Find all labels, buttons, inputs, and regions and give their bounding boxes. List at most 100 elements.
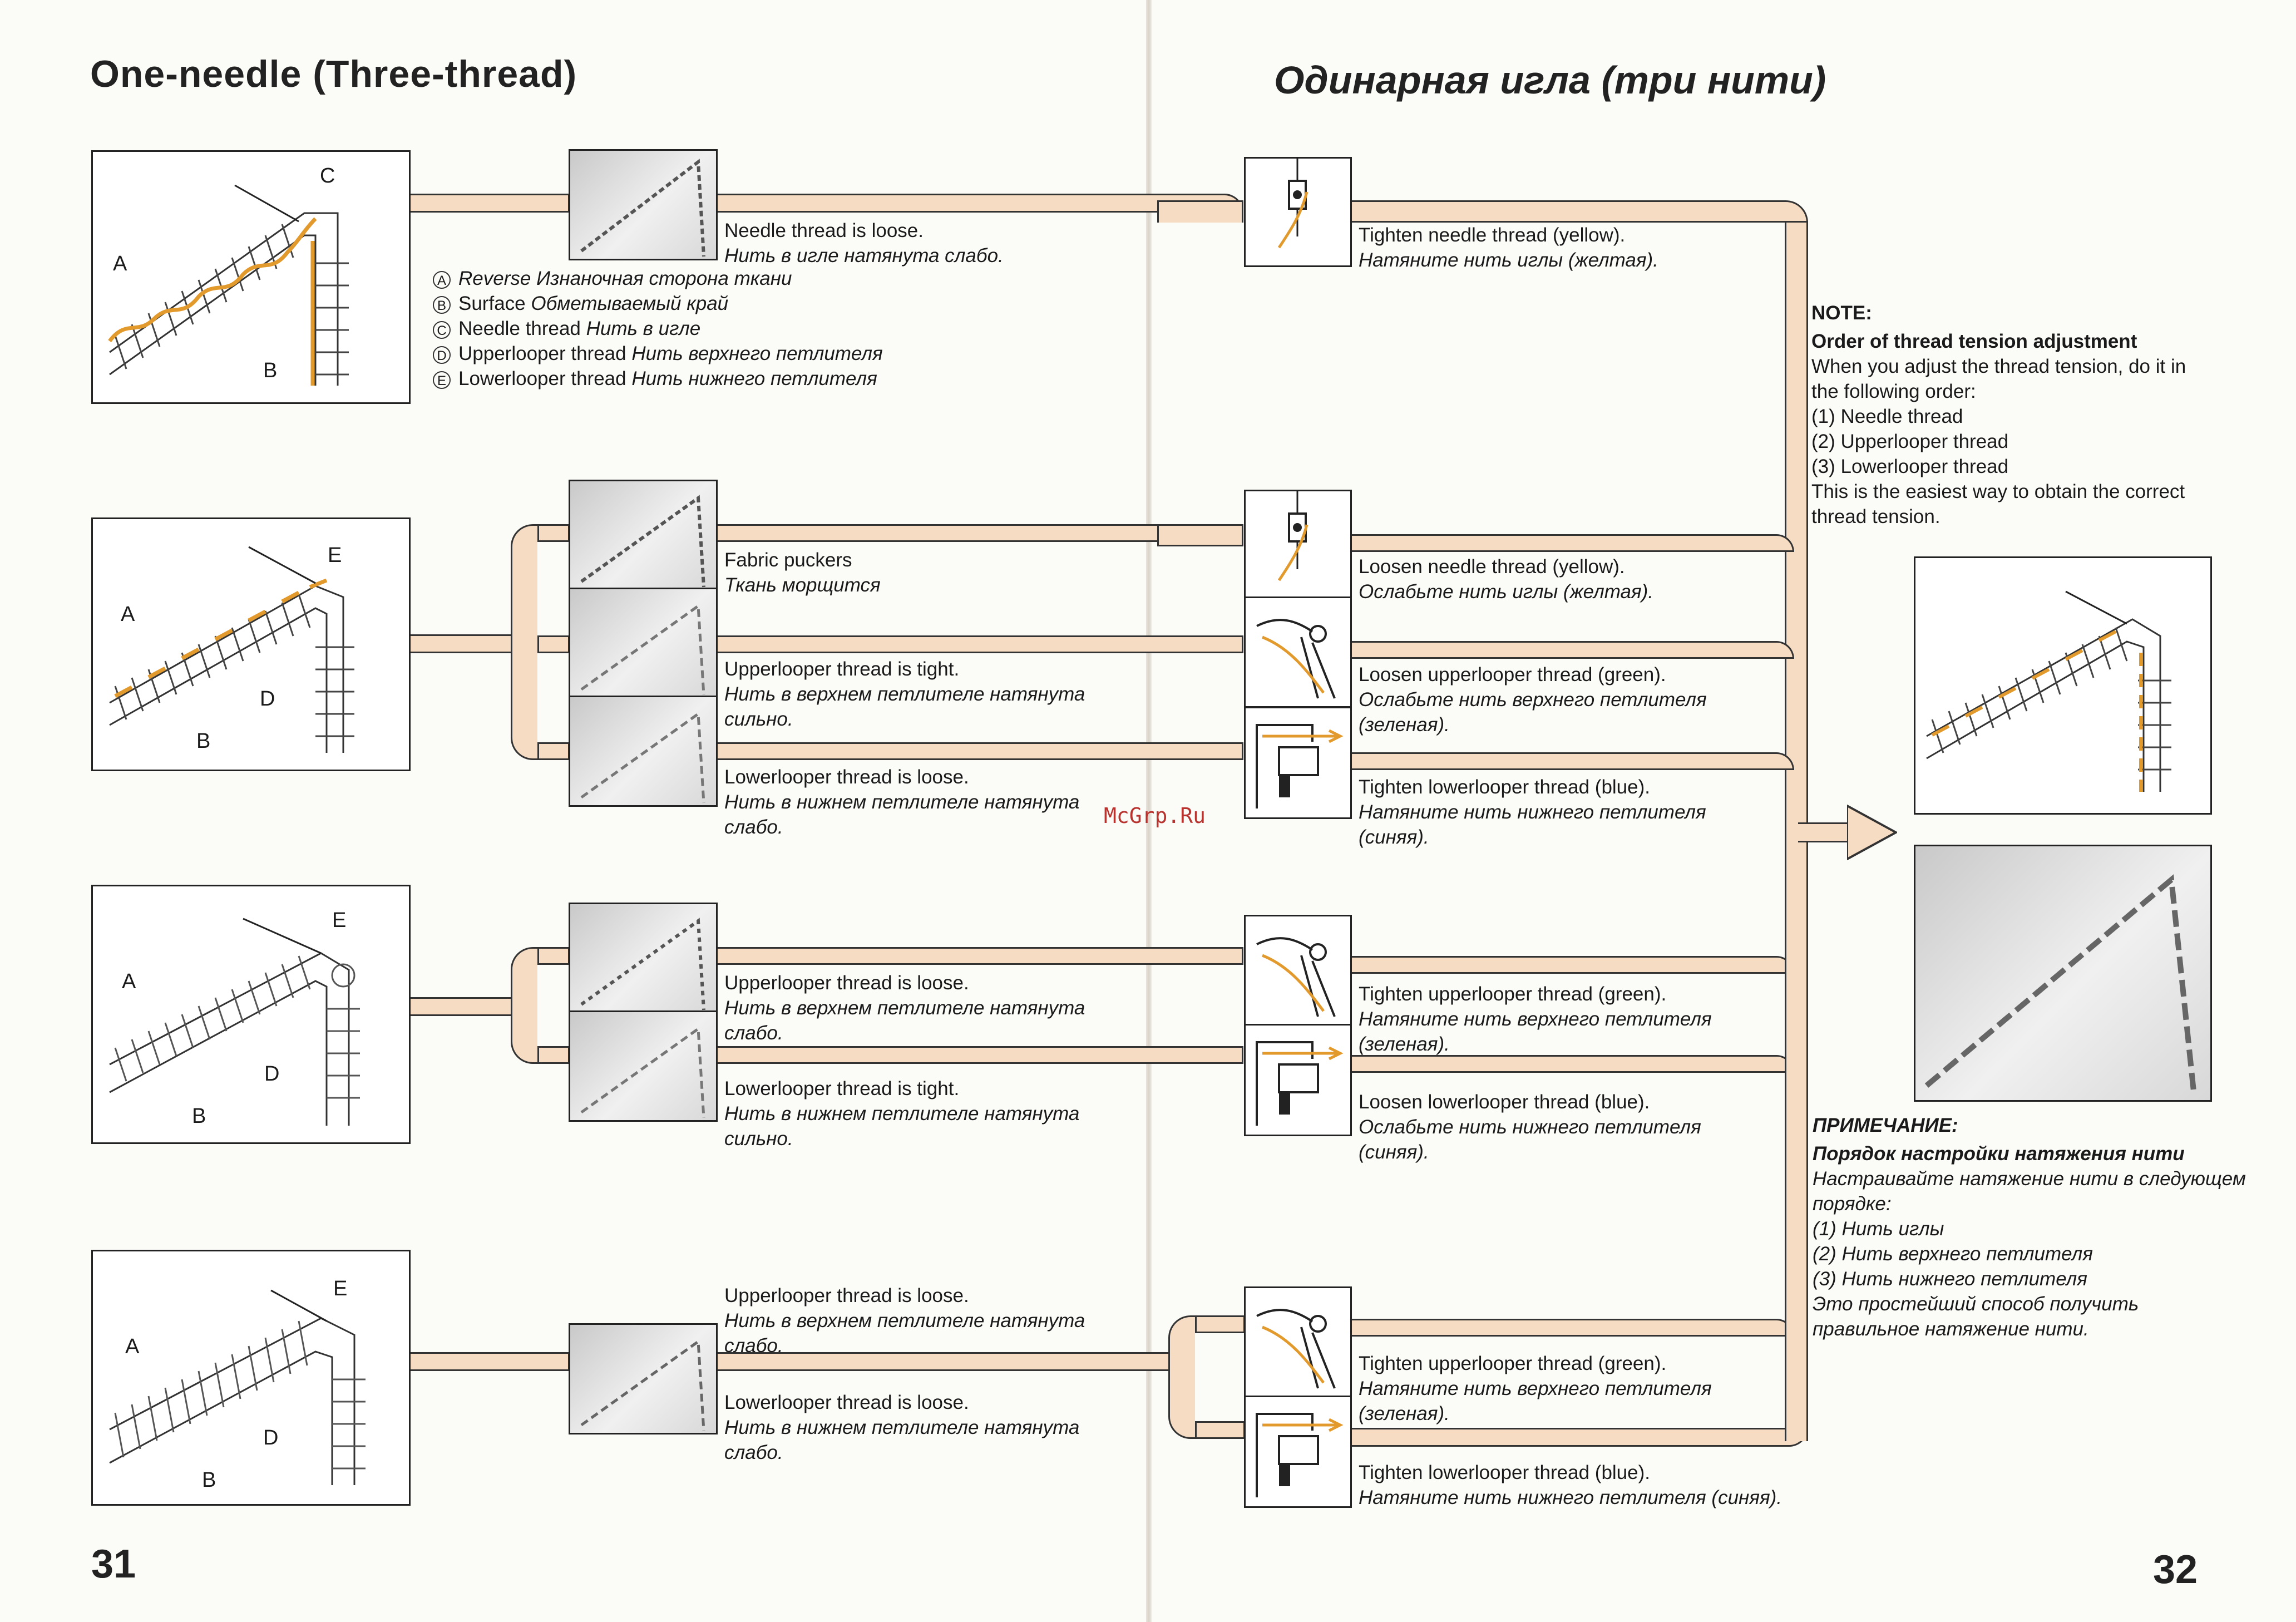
result-fabric-photo [1914, 845, 2212, 1102]
needle-tension-icon [1244, 490, 1352, 600]
stitch-diagram: A B D E [91, 517, 411, 771]
label-d: D [264, 1062, 280, 1086]
action-text: Tighten upperlooper thread (green).Натян… [1359, 983, 1712, 1055]
label-a: A [113, 252, 127, 275]
connector [1785, 890, 1808, 1441]
needle-tension-icon [1244, 157, 1352, 267]
arrow-right-icon [1847, 805, 1897, 860]
connector [1349, 1319, 1794, 1337]
label-e: E [328, 544, 342, 567]
fabric-photo [569, 1323, 718, 1434]
action-text: Tighten lowerlooper thread (blue).Натяни… [1359, 1462, 1783, 1508]
connector [408, 634, 520, 653]
label-a: A [122, 970, 136, 993]
label-e: E [333, 1277, 348, 1300]
label-b: B [196, 729, 211, 753]
connector [715, 194, 1243, 213]
label-e: E [332, 909, 347, 932]
connector [1157, 200, 1243, 223]
connector [537, 635, 570, 653]
action-text: Loosen lowerlooper thread (blue).Ослабьт… [1359, 1091, 1701, 1163]
action-text: Tighten lowerlooper thread (blue).Натяни… [1359, 776, 1706, 848]
upperlooper-icon [1244, 596, 1352, 708]
connector [537, 947, 570, 965]
watermark: McGrp.Ru [1104, 803, 1206, 828]
connector [715, 635, 1243, 653]
connector [1349, 1055, 1794, 1073]
stitch-diagram: A B D E [91, 1250, 411, 1506]
page-number-right: 32 [2153, 1547, 2198, 1592]
connector [408, 1352, 570, 1371]
label-a: A [121, 603, 135, 626]
symptom-text: Lowerlooper thread is loose.Нить в нижне… [724, 1392, 1080, 1463]
label-b: B [202, 1468, 216, 1492]
lowerlooper-icon [1244, 707, 1352, 819]
page-title-left: One-needle (Three-thread) [90, 53, 577, 95]
lowerlooper-icon [1244, 1396, 1352, 1508]
connector [715, 742, 1243, 760]
connector [511, 524, 537, 760]
symptom-text: Upperlooper thread is loose.Нить в верхн… [724, 972, 1085, 1044]
symptom-text: Needle thread is loose.Нить в игле натян… [724, 220, 1004, 267]
connector [537, 524, 570, 542]
upperlooper-icon [1244, 1286, 1352, 1399]
connector [1195, 1315, 1245, 1333]
connector [537, 742, 570, 760]
fabric-photo [569, 903, 718, 1014]
action-text: Loosen needle thread (yellow).Ослабьте н… [1359, 556, 1654, 603]
connector [1349, 956, 1794, 974]
fabric-photo [569, 480, 718, 591]
connector [1349, 534, 1794, 552]
note-russian: ПРИМЕЧАНИЕ: Порядок настройки натяжения … [1813, 1115, 2246, 1340]
symptom-text: Lowerlooper thread is loose.Нить в нижне… [724, 766, 1080, 838]
label-c: C [320, 164, 335, 188]
connector [511, 947, 537, 1064]
connector [537, 1046, 570, 1064]
label-b: B [263, 359, 278, 382]
fabric-photo [569, 149, 718, 260]
page-title-right: Одинарная игла (три нити) [1274, 58, 1826, 102]
lowerlooper-icon [1244, 1024, 1352, 1136]
connector [1349, 1428, 1808, 1447]
connector [1349, 752, 1794, 770]
connector [715, 947, 1243, 965]
connector [715, 524, 1243, 542]
page-fold [1146, 0, 1152, 1622]
label-d: D [260, 687, 275, 711]
connector [1349, 200, 1808, 223]
symptom-text: Upperlooper thread is loose.Нить в верхн… [724, 1285, 1085, 1357]
fabric-photo [569, 1010, 718, 1122]
connector [1349, 641, 1794, 659]
action-text: Tighten needle thread (yellow).Натяните … [1359, 224, 1658, 271]
fabric-photo [569, 696, 718, 807]
stitch-diagram: A B C [91, 150, 411, 404]
symptom-text: Lowerlooper thread is tight.Нить в нижне… [724, 1078, 1080, 1150]
result-stitch-diagram [1914, 556, 2212, 815]
connector [1798, 822, 1854, 842]
symptom-text: Upperlooper thread is tight.Нить в верхн… [724, 658, 1085, 730]
connector [1195, 1421, 1245, 1439]
label-d: D [263, 1426, 279, 1450]
note-english: NOTE: Order of thread tension adjustment… [1811, 302, 2186, 527]
page-number-left: 31 [91, 1542, 136, 1586]
connector [1157, 524, 1243, 546]
action-text: Loosen upperlooper thread (green).Ослабь… [1359, 664, 1707, 736]
connector [408, 194, 570, 213]
fabric-photo [569, 588, 718, 699]
connector [715, 1046, 1243, 1064]
label-a: A [125, 1335, 140, 1358]
connector [1785, 223, 1808, 890]
upperlooper-icon [1244, 915, 1352, 1027]
label-b: B [192, 1105, 206, 1128]
stitch-diagram: A B D E [91, 885, 411, 1144]
action-text: Tighten upperlooper thread (green).Натян… [1359, 1353, 1712, 1424]
connector [1168, 1315, 1195, 1439]
connector [408, 997, 520, 1016]
